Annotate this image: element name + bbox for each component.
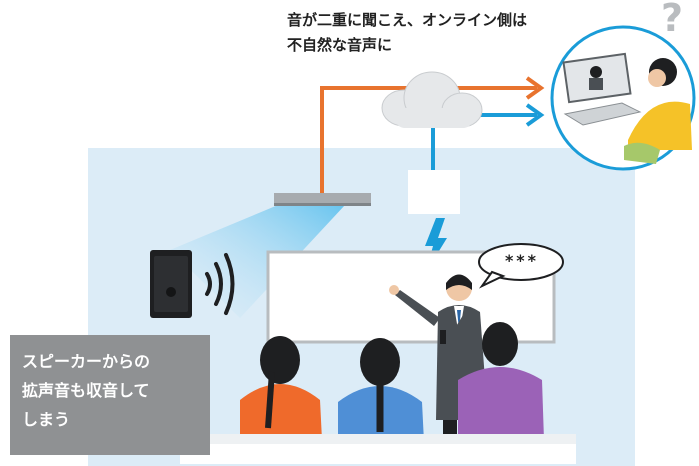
question-mark: ? [661, 0, 684, 40]
ceiling-microphone-icon [274, 193, 371, 206]
callout-box [10, 335, 210, 455]
callout-line1: スピーカーからの [22, 352, 151, 371]
orange-audio-line [320, 76, 545, 193]
callout-line3: しまう [22, 410, 71, 429]
speech-bubble [478, 243, 564, 289]
callout-text: スピーカーからの 拡声音も収音して しまう [22, 347, 150, 434]
callout-line2: 拡声音も収音して [22, 381, 150, 400]
pickup-beam [170, 200, 345, 318]
speech-bubble-text: *** [504, 251, 540, 270]
speaker-icon [150, 250, 192, 318]
wireless-box-icon [408, 170, 460, 214]
caption-top-line1: 音が二重に聞こえ、オンライン側は [287, 11, 528, 29]
audience-member-center [338, 338, 424, 442]
sound-waves-icon [205, 253, 235, 315]
audience-member-left [240, 336, 322, 440]
cloud-icon [381, 71, 483, 128]
audience [180, 322, 576, 464]
caption-top-line2: 不自然な音声に [287, 36, 393, 54]
remote-participant [550, 25, 696, 171]
caption-top: 音が二重に聞こえ、オンライン側は 不自然な音声に [287, 8, 607, 58]
audience-member-right [458, 322, 544, 440]
